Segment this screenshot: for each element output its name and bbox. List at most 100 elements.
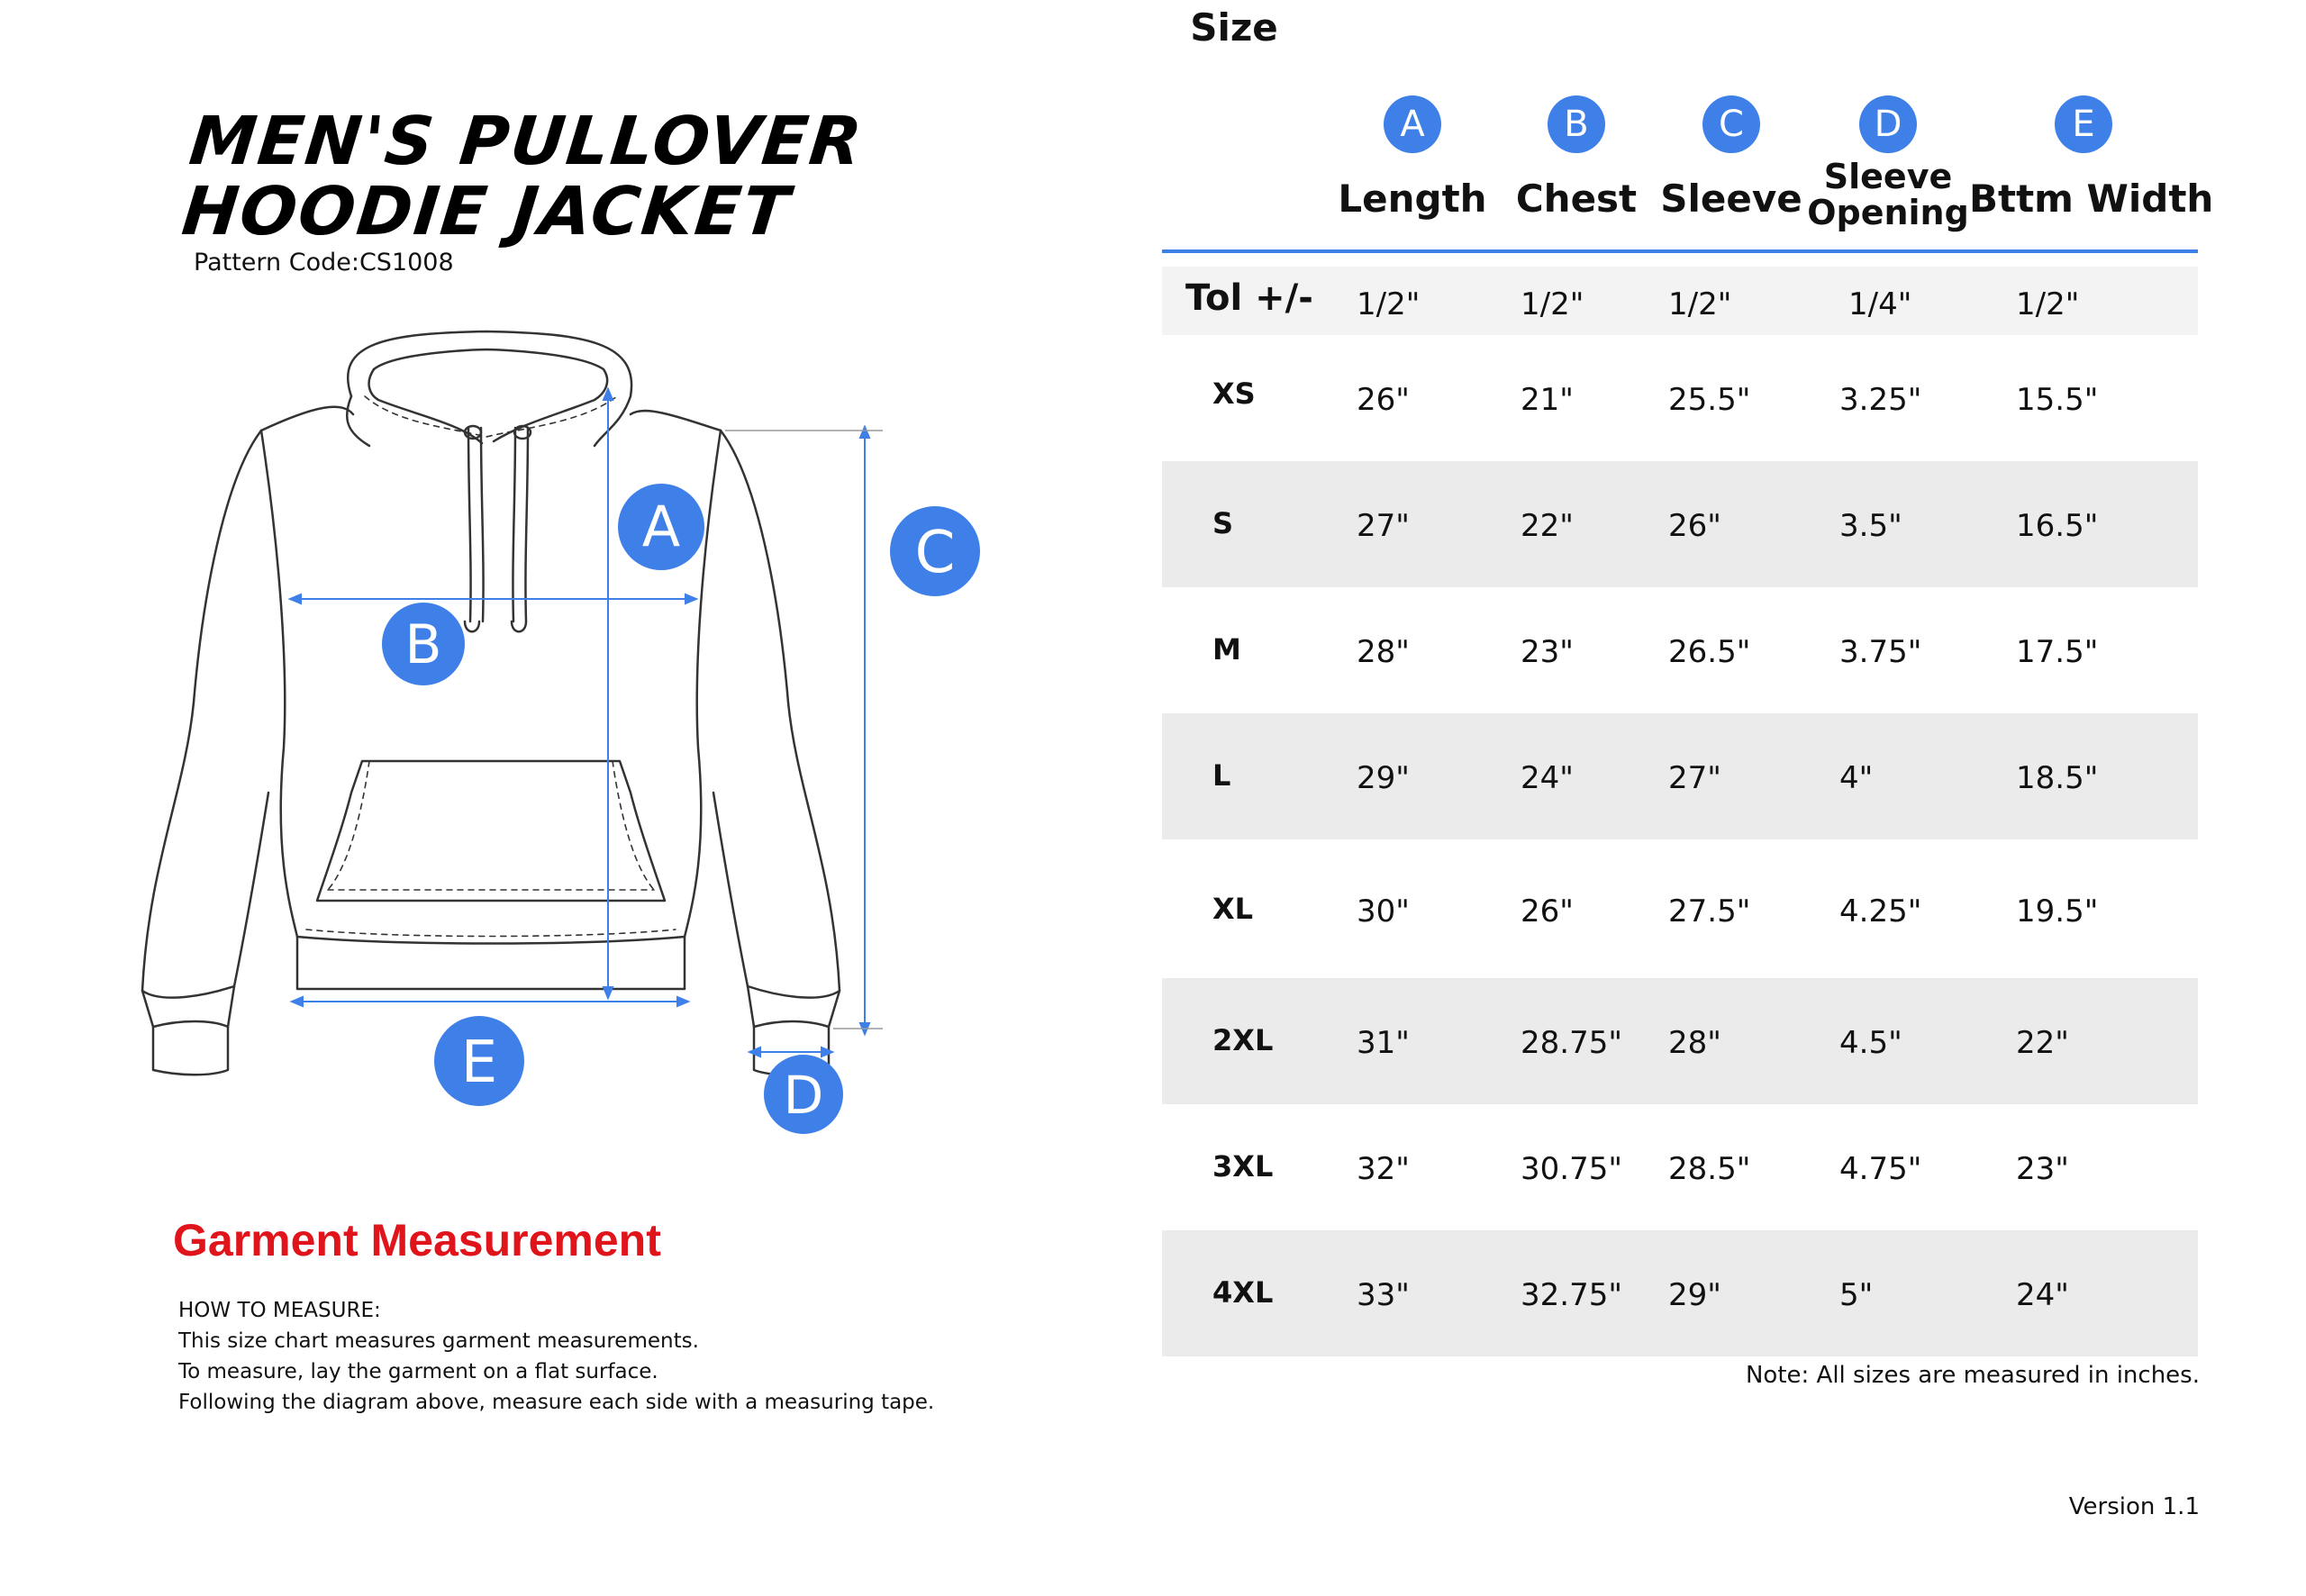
measurement-cell: 21" bbox=[1521, 382, 1574, 418]
header-sleeve-label: Sleeve bbox=[1660, 177, 1802, 221]
measurement-cell: 31" bbox=[1357, 1025, 1410, 1061]
measurement-cell: 24" bbox=[1521, 760, 1574, 796]
header-sleeve-opening-line1: Sleeve bbox=[1823, 157, 1953, 196]
version-label: Version 1.1 bbox=[2068, 1493, 2200, 1520]
measurement-cell: 27" bbox=[1668, 760, 1721, 796]
measurement-cell: 4.75" bbox=[1839, 1151, 1922, 1187]
header-length-label: Length bbox=[1338, 177, 1487, 221]
measurement-cell: 5" bbox=[1839, 1277, 1874, 1313]
tolerance-cell: 1/2" bbox=[1668, 286, 1732, 322]
header-chest-label: Chest bbox=[1515, 177, 1638, 221]
header-divider bbox=[1162, 249, 2198, 253]
table-row: XS 26" 21" 25.5" 3.25" 15.5" bbox=[1162, 335, 2198, 461]
measurement-cell: 4.25" bbox=[1839, 893, 1922, 929]
measurement-cell: 4" bbox=[1839, 760, 1874, 796]
tolerance-cell: 1/4" bbox=[1848, 286, 1912, 322]
table-row: 3XL 32" 30.75" 28.5" 4.75" 23" bbox=[1162, 1104, 2198, 1230]
marker-c-label: C bbox=[915, 520, 956, 586]
header-sleeve-opening-label: Sleeve Opening bbox=[1798, 159, 1978, 231]
table-row: M 28" 23" 26.5" 3.75" 17.5" bbox=[1162, 587, 2198, 713]
measurement-cell: 28.75" bbox=[1521, 1025, 1622, 1061]
measurement-cell: 24" bbox=[2016, 1277, 2069, 1313]
size-label: XS bbox=[1212, 376, 1256, 411]
how-to-line: This size chart measures garment measure… bbox=[178, 1329, 699, 1353]
measurement-cell: 16.5" bbox=[2016, 508, 2099, 544]
how-to-line: To measure, lay the garment on a flat su… bbox=[178, 1360, 658, 1383]
table-row: S 27" 22" 26" 3.5" 16.5" bbox=[1162, 461, 2198, 587]
measurement-cell: 29" bbox=[1357, 760, 1410, 796]
garment-measurement-title: Garment Measurement bbox=[173, 1215, 661, 1265]
header-sleeve-opening: D Sleeve Opening bbox=[1798, 81, 1978, 252]
header-bottom-width: E Bttm Width bbox=[1969, 81, 2214, 252]
marker-a: A bbox=[618, 484, 704, 570]
measurement-cell: 26" bbox=[1668, 508, 1721, 544]
size-label: M bbox=[1212, 632, 1241, 667]
measurement-cell: 22" bbox=[2016, 1025, 2069, 1061]
hoodie-outline bbox=[141, 330, 841, 1076]
title-line-1: MEN'S PULLOVER bbox=[186, 103, 867, 180]
how-to-heading: HOW TO MEASURE: bbox=[178, 1299, 381, 1322]
inches-note: Note: All sizes are measured in inches. bbox=[1745, 1362, 2200, 1389]
measurement-cell: 3.25" bbox=[1839, 382, 1922, 418]
measurement-cell: 3.5" bbox=[1839, 508, 1902, 544]
marker-d-label: D bbox=[784, 1065, 824, 1126]
measurement-cell: 29" bbox=[1668, 1277, 1721, 1313]
header-letter-b: B bbox=[1548, 95, 1605, 153]
measurement-cell: 4.5" bbox=[1839, 1025, 1902, 1061]
tolerance-cell: 1/2" bbox=[1521, 286, 1584, 322]
table-row: L 29" 24" 27" 4" 18.5" bbox=[1162, 713, 2198, 839]
measurement-cell: 26.5" bbox=[1668, 634, 1751, 670]
size-label: 3XL bbox=[1212, 1149, 1274, 1183]
measurement-cell: 18.5" bbox=[2016, 760, 2099, 796]
measurement-cell: 32" bbox=[1357, 1151, 1410, 1187]
size-label: 4XL bbox=[1212, 1275, 1274, 1310]
tolerance-cell: 1/2" bbox=[1357, 286, 1421, 322]
measurement-cell: 28" bbox=[1357, 634, 1410, 670]
header-sleeve: C Sleeve bbox=[1641, 81, 1821, 252]
hoodie-diagram: A B C D E bbox=[141, 330, 980, 1134]
marker-e: E bbox=[434, 1016, 524, 1106]
measurement-cell: 33" bbox=[1357, 1277, 1410, 1313]
marker-b-label: B bbox=[404, 613, 441, 676]
header-bottom-width-label: Bttm Width bbox=[1969, 177, 2214, 221]
document-title: MEN'S PULLOVER HOODIE JACKET bbox=[178, 103, 867, 250]
measurement-cell: 19.5" bbox=[2016, 893, 2099, 929]
measurement-lines bbox=[287, 386, 883, 1058]
tolerance-row: Tol +/- 1/2" 1/2" 1/2" 1/4" 1/2" bbox=[1162, 267, 2198, 335]
table-row: 2XL 31" 28.75" 28" 4.5" 22" bbox=[1162, 978, 2198, 1104]
header-length: A Length bbox=[1313, 81, 1512, 252]
measurement-cell: 27.5" bbox=[1668, 893, 1751, 929]
marker-a-label: A bbox=[642, 494, 680, 559]
measurement-cell: 15.5" bbox=[2016, 382, 2099, 418]
marker-d: D bbox=[764, 1055, 843, 1134]
marker-e-label: E bbox=[461, 1029, 497, 1096]
measurement-cell: 23" bbox=[1521, 634, 1574, 670]
tolerance-label: Tol +/- bbox=[1185, 277, 1313, 319]
measurement-cell: 30.75" bbox=[1521, 1151, 1622, 1187]
marker-b: B bbox=[382, 603, 465, 685]
measurement-cell: 3.75" bbox=[1839, 634, 1922, 670]
size-label: S bbox=[1212, 506, 1234, 540]
marker-c: C bbox=[890, 506, 980, 596]
measurement-cell: 27" bbox=[1357, 508, 1410, 544]
how-to-line: Following the diagram above, measure eac… bbox=[178, 1391, 935, 1414]
size-label: XL bbox=[1212, 892, 1254, 926]
header-letter-c: C bbox=[1702, 95, 1760, 153]
measurement-cell: 28" bbox=[1668, 1025, 1721, 1061]
header-letter-d: D bbox=[1859, 95, 1917, 153]
size-chart-table: Size A Length B Chest C Sleeve D Sleeve … bbox=[1162, 9, 2214, 1356]
measurement-cell: 25.5" bbox=[1668, 382, 1751, 418]
size-label: L bbox=[1212, 758, 1231, 793]
measurement-cell: 26" bbox=[1357, 382, 1410, 418]
size-label: 2XL bbox=[1212, 1023, 1274, 1057]
measurement-cell: 22" bbox=[1521, 508, 1574, 544]
table-row: 4XL 33" 32.75" 29" 5" 24" bbox=[1162, 1230, 2198, 1356]
measurement-cell: 30" bbox=[1357, 893, 1410, 929]
pattern-code: Pattern Code:CS1008 bbox=[194, 249, 454, 277]
tolerance-cell: 1/2" bbox=[2016, 286, 2080, 322]
measurement-cell: 26" bbox=[1521, 893, 1574, 929]
how-to-measure: HOW TO MEASURE: This size chart measures… bbox=[178, 1295, 934, 1418]
title-line-2: HOODIE JACKET bbox=[178, 173, 794, 250]
measurement-cell: 28.5" bbox=[1668, 1151, 1751, 1187]
measurement-cell: 17.5" bbox=[2016, 634, 2099, 670]
